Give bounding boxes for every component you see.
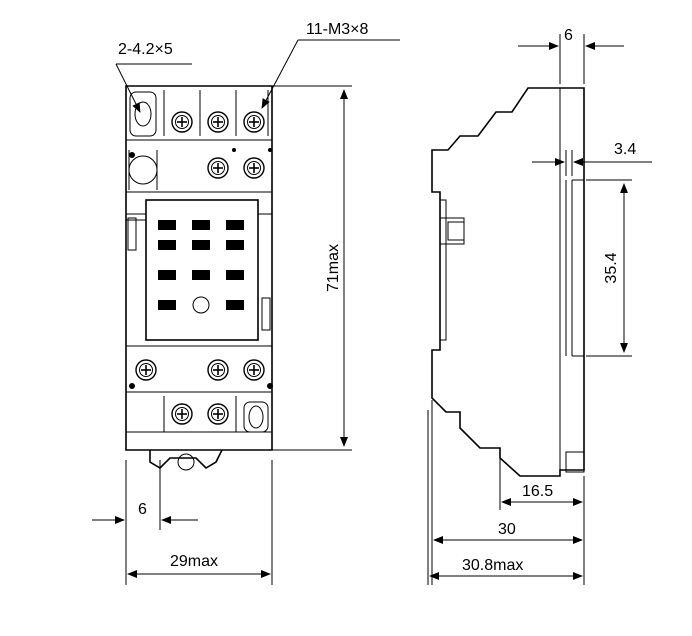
terminal-screw-5: [243, 157, 265, 179]
terminal-screw-4: [207, 157, 229, 179]
height-max-label: 71max: [325, 244, 342, 292]
rail-depth-label: 16.5: [522, 483, 553, 500]
mount-hole-top: [129, 91, 157, 137]
din-clip: [149, 449, 223, 470]
pin-holes: [158, 220, 244, 314]
side-top-width-label: 6: [564, 27, 573, 44]
side-body-outline: [431, 87, 585, 477]
terminal-screw-8: [243, 359, 265, 381]
side-dimensions: [427, 34, 652, 585]
terminal-screw-1: [171, 111, 193, 133]
front-view: [125, 85, 273, 471]
front-body-outline: [125, 85, 273, 451]
terminal-screw-9: [171, 403, 193, 425]
socket-face: [145, 199, 259, 341]
rail-height-label: 35.4: [603, 252, 620, 283]
hole-offset-label: 6: [138, 501, 147, 518]
depth-label: 30: [498, 521, 516, 538]
terminal-screw-2: [207, 111, 229, 133]
side-view: [431, 87, 585, 477]
terminal-screw-7: [207, 359, 229, 381]
terminal-screw-6: [135, 359, 157, 381]
mount-holes-label: 2-4.2×5: [118, 41, 173, 58]
front-dimensions: [92, 39, 400, 585]
terminal-screw-10: [207, 403, 229, 425]
depth-max-label: 30.8max: [462, 557, 523, 574]
rail-lip-label: 3.4: [614, 141, 636, 158]
width-max-label: 29max: [170, 553, 218, 570]
terminal-screws-label: 11-M3×8: [306, 21, 369, 38]
terminal-screw-3: [243, 111, 265, 133]
